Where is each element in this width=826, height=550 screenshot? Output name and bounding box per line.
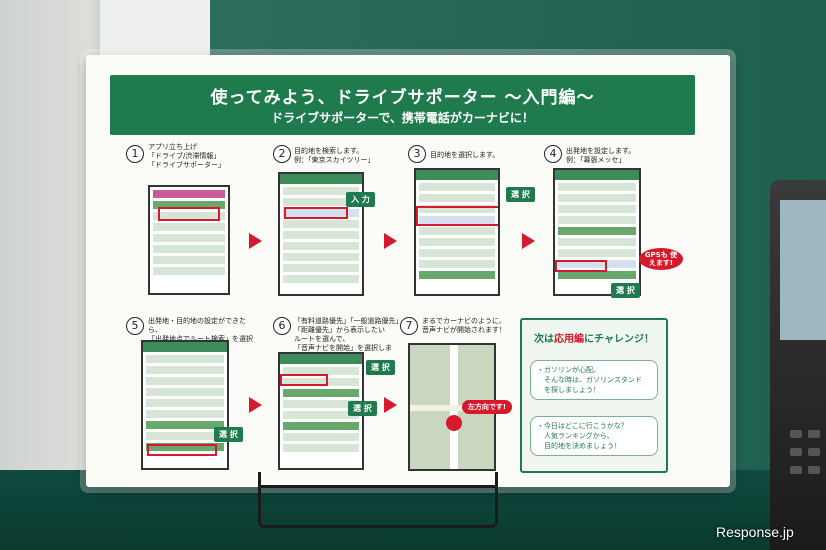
step-2-number: 2	[273, 145, 291, 163]
step-2-phone-screen	[278, 172, 364, 296]
mobile-phone-screen	[780, 200, 826, 340]
select-tag: 選 択	[348, 401, 377, 416]
step-5-phone-screen	[141, 340, 229, 470]
poster-header: 使ってみよう、ドライブサポーター ～入門編～ ドライブサポーターで、携帯電話がカ…	[110, 75, 695, 135]
select-tag: 選 択	[611, 283, 640, 298]
poster-stand	[258, 472, 498, 528]
step-4-number: 4	[544, 145, 562, 163]
arrow-right-icon	[384, 233, 397, 249]
step-3-phone-screen	[414, 168, 500, 296]
step-3-desc: 目的地を選択します。	[430, 151, 500, 159]
step-5-number: 5	[126, 317, 144, 335]
input-tag: 入 力	[346, 192, 375, 207]
step-7-desc: まるでカーナビのように、 音声ナビが開始されます！	[422, 317, 506, 334]
tip-bubble-ranking: ・今日はどこに行こうかな？ 人気ランキングから、 目的地を決めましょう！	[530, 416, 658, 456]
step-1-desc: アプリ立ち上げ 「ドライブ/渋滞情報」 「ドライブサポーター」	[148, 143, 225, 169]
step-5-desc: 出発地・目的地の設定ができたら、 「出発地点でルート検索」を選択	[148, 317, 253, 343]
step-2-desc: 目的地を検索します。 例：「東京スカイツリー」	[294, 147, 375, 164]
arrow-right-icon	[522, 233, 535, 249]
next-challenge-box: 次は応用編にチャレンジ！ ・ガソリンが心配。 そんな時は、ガソリンスタンド を探…	[520, 318, 668, 473]
poster-title: 使ってみよう、ドライブサポーター ～入門編～	[210, 88, 595, 108]
select-tag: 選 択	[506, 187, 535, 202]
poster-subtitle: ドライブサポーターで、携帯電話がカーナビに！	[271, 111, 534, 125]
step-3-number: 3	[408, 145, 426, 163]
step-1-phone-screen	[148, 185, 230, 295]
phone-key	[790, 466, 802, 474]
step-4-desc: 出発地を設定します。 例：「幕張メッセ」	[566, 147, 636, 164]
poster-stand-bar	[258, 485, 498, 488]
step-1-number: 1	[126, 145, 144, 163]
background-box	[100, 0, 210, 60]
step-7-number: 7	[400, 317, 418, 335]
left-turn-badge: 左方向です!	[462, 400, 512, 414]
gps-badge: GPSも 使えます!	[639, 248, 683, 270]
select-tag: 選 択	[366, 360, 395, 375]
phone-key	[808, 466, 820, 474]
arrow-right-icon	[249, 397, 262, 413]
instruction-poster: 使ってみよう、ドライブサポーター ～入門編～ ドライブサポーターで、携帯電話がカ…	[86, 55, 730, 487]
arrow-right-icon	[249, 233, 262, 249]
phone-key	[808, 448, 820, 456]
navigation-map-screen	[408, 343, 496, 471]
step-6-number: 6	[273, 317, 291, 335]
step-4-phone-screen	[553, 168, 641, 296]
next-challenge-title: 次は応用編にチャレンジ！	[534, 334, 654, 345]
phone-key	[808, 430, 820, 438]
select-tag: 選 択	[214, 427, 243, 442]
watermark: Response.jp	[716, 524, 794, 540]
phone-key	[790, 430, 802, 438]
arrow-right-icon	[384, 397, 397, 413]
phone-key	[790, 448, 802, 456]
tip-bubble-gas: ・ガソリンが心配。 そんな時は、ガソリンスタンド を探しましょう！	[530, 360, 658, 400]
